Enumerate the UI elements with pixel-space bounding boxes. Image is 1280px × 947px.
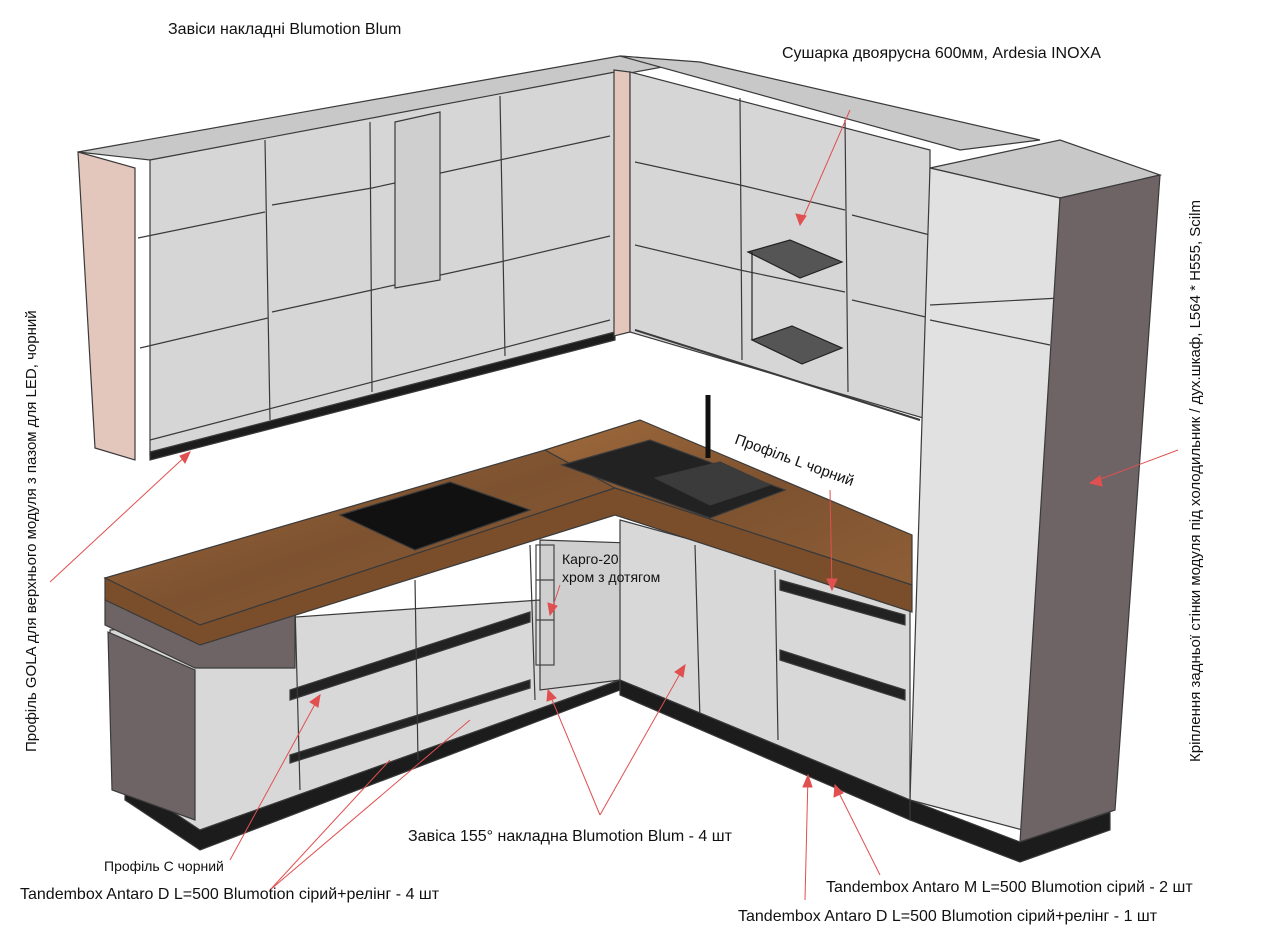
label-gola-profile: Профіль GOLA для верхнього модуля з пазо… <box>23 310 40 752</box>
upper-left-side-panel <box>77 151 136 461</box>
label-tandembox-d-right: Tandembox Antaro D L=500 Blumotion сірий… <box>738 908 1158 925</box>
label-back-wall-mount: Кріплення задньої стінки модуля під холо… <box>1187 200 1204 762</box>
base-end-panel <box>107 631 196 821</box>
drawer-rail-left-2 <box>289 679 531 764</box>
dish-dryer <box>746 239 844 365</box>
label-cargo-line2: хром з дотягом <box>562 569 661 585</box>
label-profile-c: Профіль С чорний <box>104 858 224 874</box>
tall-side-panel <box>1019 174 1161 843</box>
label-tandembox-m: Tandembox Antaro M L=500 Blumotion сірий… <box>826 879 1193 896</box>
label-dryer: Сушарка двоярусна 600мм, Ardesia INOXA <box>782 45 1101 62</box>
leader-lines <box>49 109 1179 901</box>
label-hinges-overlay: Завіси накладні Blumotion Blum <box>168 21 402 38</box>
drawer-rail-left-1 <box>289 611 531 701</box>
label-tandembox-d-left: Tandembox Antaro D L=500 Blumotion сірий… <box>20 886 440 903</box>
gola-profile-upper <box>149 331 616 461</box>
countertop <box>103 395 913 646</box>
drawer-rail-right-1 <box>779 579 906 626</box>
base-right-plinth <box>619 679 911 821</box>
drawer-rail-right-2 <box>779 649 906 701</box>
cooktop <box>338 481 532 551</box>
label-hinge-155: Завіса 155° накладна Blumotion Blum - 4 … <box>408 828 732 845</box>
upper-corner-panel <box>613 69 631 337</box>
tall-cabinet <box>909 139 1163 863</box>
sink-bowl <box>653 461 772 506</box>
label-cargo-line1: Карго-20 <box>562 551 619 567</box>
upper-cabinets <box>77 55 1041 461</box>
countertop-edge <box>104 487 913 646</box>
base-cabinets <box>104 519 911 851</box>
